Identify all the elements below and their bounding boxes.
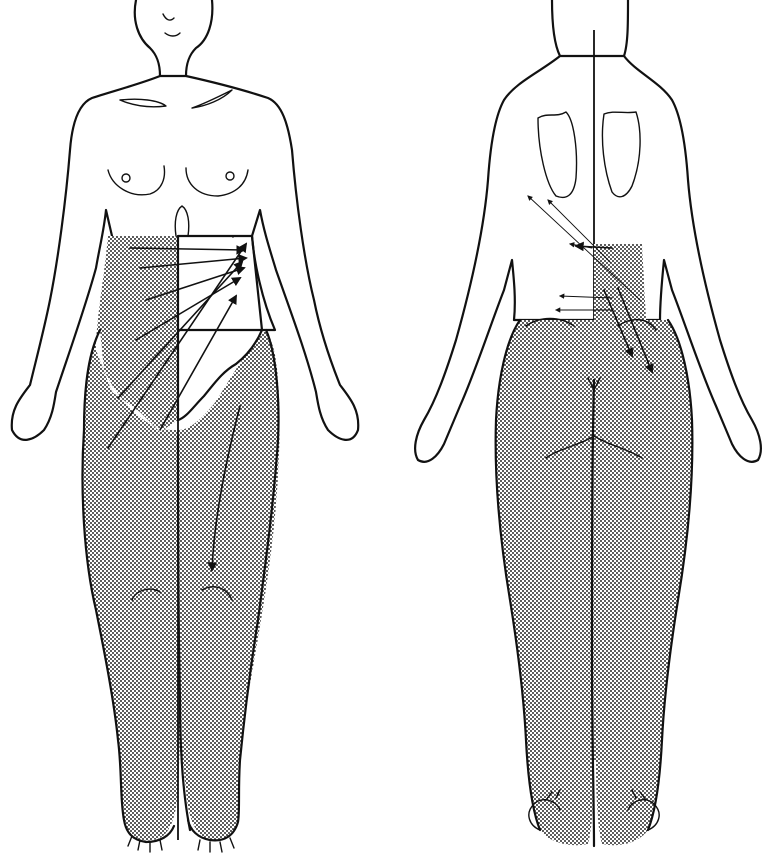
front-view bbox=[12, 0, 359, 852]
back-shaded-area bbox=[496, 244, 693, 845]
back-view bbox=[415, 0, 761, 846]
front-face-features bbox=[163, 14, 180, 36]
back-neck-outline bbox=[552, 0, 628, 56]
front-head-outline bbox=[135, 0, 213, 76]
